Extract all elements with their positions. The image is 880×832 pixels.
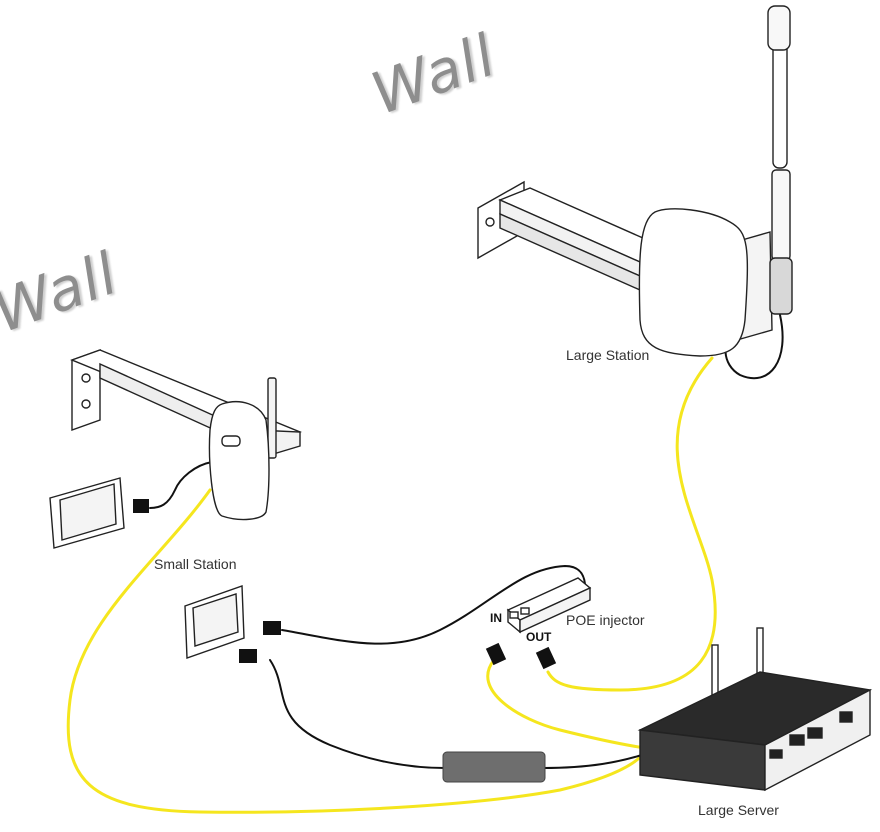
antenna-base <box>771 169 791 261</box>
ethernet-cables <box>66 356 717 814</box>
ethernet-cable-small-station-to-server <box>66 488 647 814</box>
large-server <box>637 627 873 792</box>
port-icon <box>839 711 853 723</box>
small-station-assembly <box>70 349 302 521</box>
large-station-label: Large Station <box>566 347 650 363</box>
port-icon <box>789 734 805 746</box>
bolt-icon <box>81 399 91 409</box>
power-cables <box>149 314 784 769</box>
large-station-body <box>638 208 749 357</box>
large-station-assembly <box>477 5 793 357</box>
port-icon <box>807 727 823 739</box>
plug-icon <box>263 621 281 635</box>
poe-in-port-label: IN <box>490 611 502 625</box>
power-cable-poe-injector <box>281 564 586 645</box>
port-icon <box>520 607 530 615</box>
small-station-label: Small Station <box>154 556 237 572</box>
port-icon <box>509 611 519 619</box>
port-icon <box>769 749 783 759</box>
ethernet-cable-poe-in-to-server <box>486 658 647 750</box>
ethernet-cable-large-station-to-poe <box>546 356 717 692</box>
power-cable-adapter-to-server <box>542 753 646 769</box>
antenna-tip <box>767 5 791 51</box>
bolt-icon <box>485 217 495 227</box>
power-adapter-brick <box>442 751 546 783</box>
antenna-connector <box>769 257 793 315</box>
power-cable-server-adapter <box>269 659 446 769</box>
rj45-plug-icon <box>485 642 507 666</box>
wall-sockets <box>49 477 245 659</box>
rj45-plug-icon <box>535 646 557 670</box>
small-station-led <box>221 435 241 447</box>
plug-icon <box>133 499 149 513</box>
power-cable-small-station <box>149 461 213 509</box>
plug-icon <box>239 649 257 663</box>
power-plugs <box>133 499 281 663</box>
small-station-antenna <box>267 377 277 459</box>
large-server-label: Large Server <box>698 802 779 818</box>
small-station-body <box>208 401 270 521</box>
bolt-icon <box>81 373 91 383</box>
poe-injector <box>506 577 592 634</box>
poe-out-port-label: OUT <box>526 630 552 644</box>
rj45-plugs <box>485 642 557 670</box>
poe-injector-label: POE injector <box>566 612 645 628</box>
